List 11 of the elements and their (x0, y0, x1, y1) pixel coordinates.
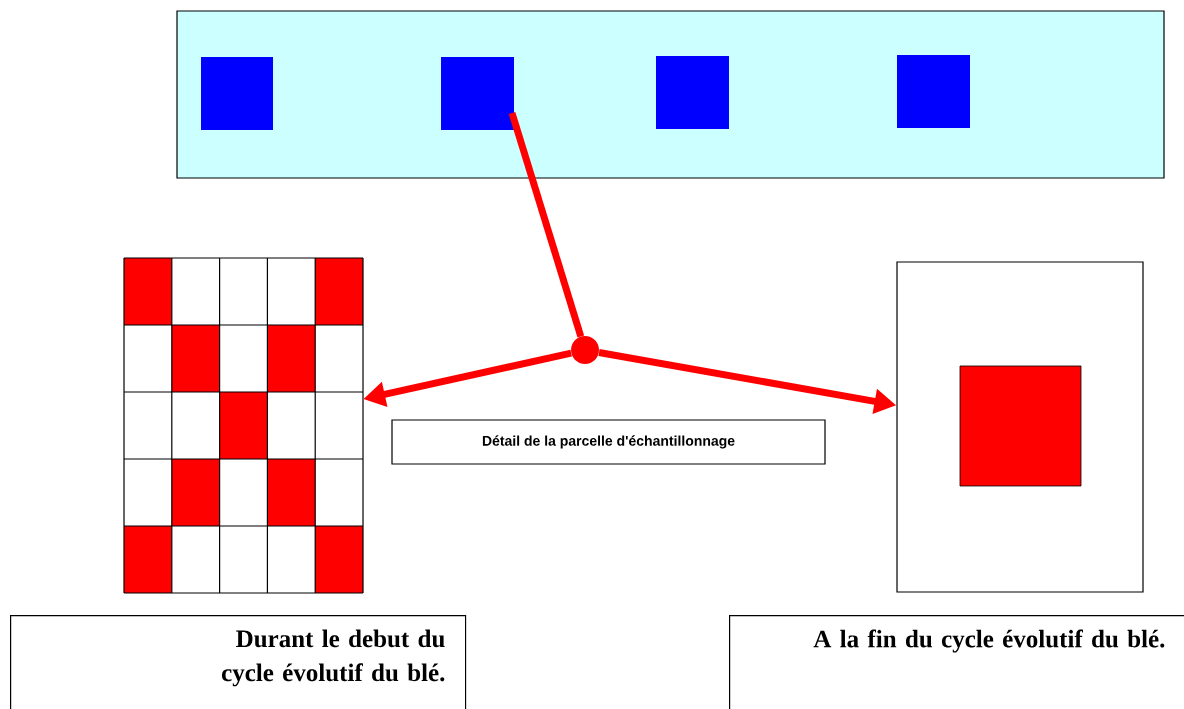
connector-line (508, 111, 585, 338)
plot-square (201, 57, 273, 130)
plot-square (656, 56, 729, 129)
junction-dot (571, 336, 599, 364)
text-box: Durant le debut du cycle évolutif du blé. (10, 615, 467, 709)
caption-box: Détail de la parcelle d'échantillonnage (391, 419, 826, 465)
plot-square (441, 57, 514, 130)
text-box: A la fin du cycle évolutif du blé. (729, 615, 1184, 709)
plot-square (897, 55, 970, 128)
grid-drawing (123, 257, 364, 594)
sample-square (959, 365, 1082, 487)
